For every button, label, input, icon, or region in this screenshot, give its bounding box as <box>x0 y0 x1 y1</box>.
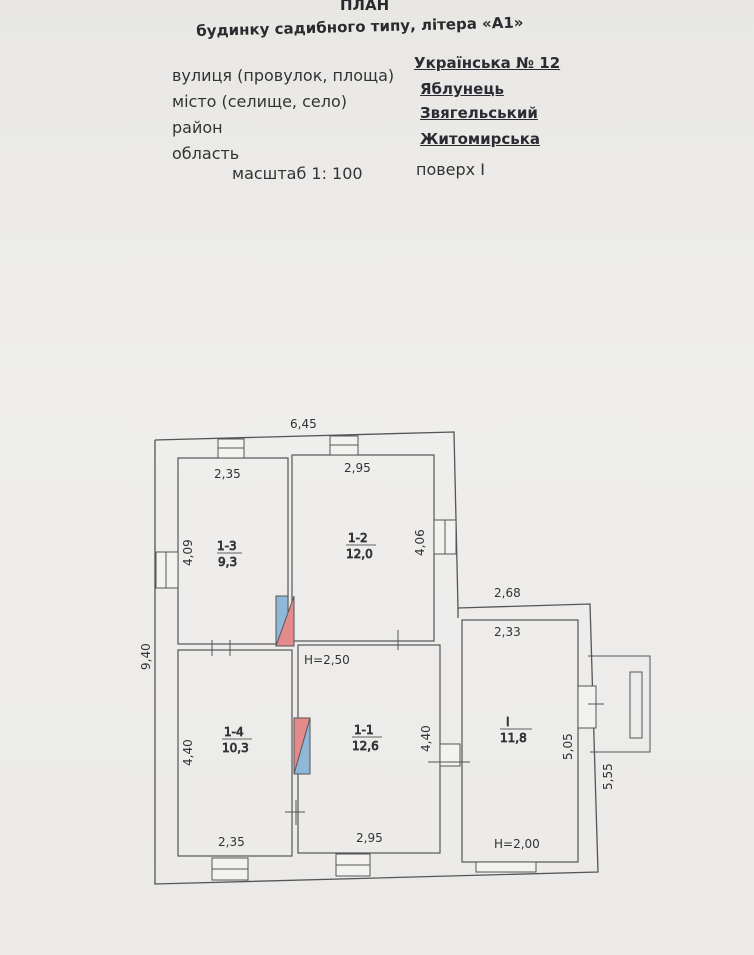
city-label: місто (селище, село) <box>172 92 347 111</box>
dim-room-I-width: 2,33 <box>494 625 521 639</box>
doors <box>275 595 311 775</box>
room-1-3-id: 1-3 <box>217 539 237 553</box>
dim-room-1-4-height: 4,40 <box>181 739 195 766</box>
dimension-labels: 6,45 9,40 2,68 5,55 2,35 4,09 2,95 4,06 … <box>139 417 615 851</box>
dim-overall-height: 9,40 <box>139 643 153 670</box>
region-label: область <box>172 144 240 163</box>
district-label: район <box>172 118 223 137</box>
region-value: Житомирська <box>420 130 541 148</box>
dim-room-1-4-width: 2,35 <box>218 835 245 849</box>
window-veranda-right <box>577 685 597 729</box>
street-value: Українська № 12 <box>414 54 561 72</box>
ceiling-room-I: Н=2,00 <box>494 837 540 851</box>
window-left <box>155 551 179 589</box>
room-1-1-id: 1-1 <box>354 723 374 737</box>
street-label: вулиця (провулок, площа) <box>172 66 395 85</box>
scale-label: масштаб 1: 100 <box>232 164 363 183</box>
room-1-3-area: 9,3 <box>218 555 237 569</box>
dim-room-1-3-height: 4,09 <box>181 539 195 566</box>
dim-room-1-1-width: 2,95 <box>356 831 383 845</box>
dim-room-I-height: 5,05 <box>561 733 575 760</box>
dim-room-1-3-width: 2,35 <box>214 467 241 481</box>
dim-room-1-2-height: 4,06 <box>413 529 427 556</box>
room-1-2-id: 1-2 <box>348 531 368 545</box>
room-labels: 1-3 9,3 1-2 12,0 1-4 10,3 1-1 12,6 I 11,… <box>217 531 532 755</box>
room-1-1-area: 12,6 <box>352 739 379 753</box>
ceiling-room-1-1: Н=2,50 <box>304 653 350 667</box>
city-value: Яблунець <box>420 80 504 98</box>
room-1-2-area: 12,0 <box>346 547 373 561</box>
partition-ticks <box>211 630 604 825</box>
room-1-4-outline <box>177 649 293 857</box>
door-1-3-red <box>275 595 295 647</box>
outer-walls <box>154 431 599 885</box>
dim-veranda-outer-width: 2,68 <box>494 586 521 600</box>
door-1-4-red <box>293 717 311 775</box>
dim-room-1-2-width: 2,95 <box>344 461 371 475</box>
floor-value: поверх І <box>416 160 485 179</box>
room-I-area: 11,8 <box>500 731 527 745</box>
district-value: Звягельський <box>420 104 538 122</box>
window-right-2 <box>439 743 461 767</box>
room-1-4-area: 10,3 <box>222 741 249 755</box>
room-walls <box>177 454 579 863</box>
window-veranda-bottom <box>475 861 537 873</box>
dim-overall-width: 6,45 <box>290 417 317 431</box>
windows <box>155 435 597 881</box>
dim-room-1-1-height: 4,40 <box>419 725 433 752</box>
room-1-4-id: 1-4 <box>224 725 244 739</box>
room-I-id: I <box>506 715 510 729</box>
plan-title: ПЛАН <box>340 0 390 14</box>
dim-veranda-outer-height: 5,55 <box>601 763 615 790</box>
porch <box>588 655 651 753</box>
